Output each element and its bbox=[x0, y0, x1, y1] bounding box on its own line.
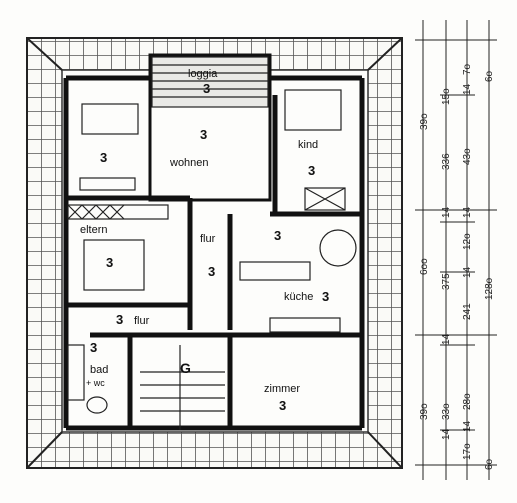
dim-small-5: 14 bbox=[462, 266, 473, 278]
room-label-stair: G bbox=[180, 360, 191, 376]
room-count-bad: 3 bbox=[90, 340, 97, 355]
room-label-kind: kind bbox=[298, 139, 318, 151]
room-count-flur-low: 3 bbox=[116, 312, 123, 327]
dim-small-4: 14 bbox=[462, 206, 473, 218]
dim-small-2: 7o bbox=[462, 63, 473, 75]
room-label-wohnen: wohnen bbox=[169, 157, 209, 169]
dim-small-6: 14 bbox=[441, 333, 452, 345]
room-count-flur-top: 3 bbox=[274, 228, 281, 243]
room-label-kueche: küche bbox=[284, 291, 313, 303]
walls bbox=[63, 53, 365, 431]
dim-small-8: 17o bbox=[462, 443, 473, 460]
dim-far-1: 6o bbox=[484, 70, 495, 82]
room-count-kind: 3 bbox=[308, 163, 315, 178]
dim-inner-1: 15o bbox=[441, 88, 452, 105]
dim-inner-4: 241 bbox=[462, 303, 473, 320]
dim-small-1: 14 bbox=[462, 83, 473, 95]
dim-outer-2: 6oo bbox=[419, 258, 430, 275]
room-labels: loggia 3 3 wohnen 3 kind 3 eltern 3 flur… bbox=[80, 68, 329, 413]
room-label-loggia: loggia bbox=[188, 68, 218, 80]
dimension-chain bbox=[415, 20, 497, 480]
roof-outline bbox=[26, 37, 403, 469]
room-count-flur-mid: 3 bbox=[208, 264, 215, 279]
room-label-eltern: eltern bbox=[80, 224, 108, 236]
dim-far-2: 128o bbox=[484, 277, 495, 300]
dim-inner-2: 43o bbox=[462, 148, 473, 165]
dim-small-7: 14 bbox=[441, 428, 452, 440]
dim-small-3: 14 bbox=[441, 206, 452, 218]
room-label-flur-top: flur bbox=[200, 233, 216, 245]
room-count-eltern: 3 bbox=[106, 255, 113, 270]
room-count-kueche: 3 bbox=[322, 289, 329, 304]
dim-far-3: 6o bbox=[484, 458, 495, 470]
dim-outer-3: 39o bbox=[419, 403, 430, 420]
dim-middle-2: 375 bbox=[441, 273, 452, 290]
room-count-left: 3 bbox=[100, 150, 107, 165]
dim-middle-3: 33o bbox=[441, 403, 452, 420]
room-count-loggia: 3 bbox=[203, 81, 210, 96]
room-count-wohnen: 3 bbox=[200, 127, 207, 142]
dim-middle-1: 336 bbox=[441, 153, 452, 170]
room-label-bad-sub: + wc bbox=[86, 378, 105, 388]
room-count-zimmer: 3 bbox=[279, 398, 286, 413]
dim-inner-5: 28o bbox=[462, 393, 473, 410]
room-label-bad: bad bbox=[90, 364, 108, 376]
dim-inner-3: 12o bbox=[462, 233, 473, 250]
dimension-labels: 39o 6oo 39o 336 375 33o 15o 43o 12o 241 … bbox=[419, 63, 495, 470]
room-label-flur-low: flur bbox=[134, 315, 150, 327]
dim-outer-1: 39o bbox=[419, 113, 430, 130]
furniture bbox=[67, 56, 357, 430]
room-label-zimmer: zimmer bbox=[264, 383, 300, 395]
dim-small-9: 14 bbox=[462, 420, 473, 432]
